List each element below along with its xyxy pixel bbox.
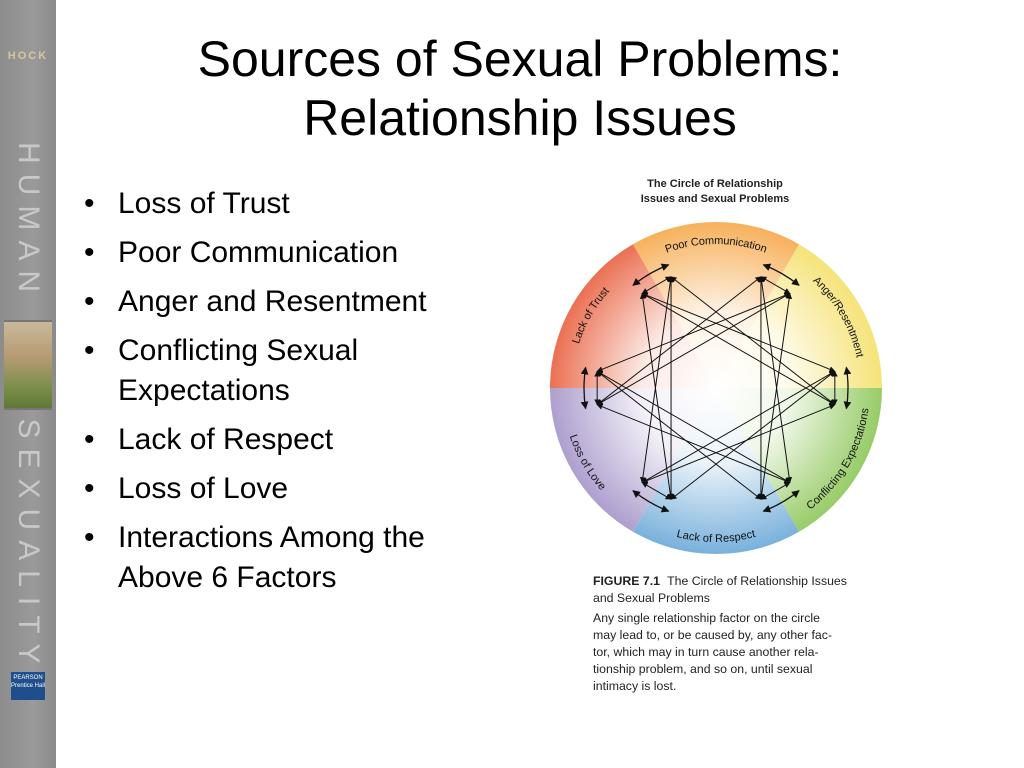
figure-caption: FIGURE 7.1 The Circle of Relationship Is… [593,573,863,695]
connection-line [596,293,791,406]
bullet-list: Loss of Trust Poor Communication Anger a… [78,184,488,607]
figure-number: FIGURE 7.1 [593,574,660,588]
bullet-item: Anger and Resentment [78,282,488,322]
slide-title-line-1: Sources of Sexual Problems: [197,31,843,87]
caption-line: tor, which may in turn cause another rel… [593,645,819,659]
bullet-item: Interactions Among the Above 6 Factors [78,518,488,598]
figure-title-line-2: Issues and Sexual Problems [640,193,790,205]
bullet-item: Conflicting Sexual Expectations [78,331,488,411]
publisher-logo: PEARSON Prentice Hall [11,672,45,700]
caption-line: intimacy is lost. [593,679,677,693]
sidebar-word-human: HUMAN [12,142,45,302]
caption-line: tionship problem, and so on, until sexua… [593,662,813,676]
figure-title-line-1: The Circle of Relationship [647,178,783,190]
connection-line [760,482,791,500]
figure-caption-title: The Circle of Relationship Issues and Se… [593,574,847,605]
sidebar: HOCK HUMAN SEXUALITY PEARSON Prentice Ha… [0,0,56,768]
sidebar-photo [4,320,52,410]
bullet-item: Loss of Love [78,469,488,509]
sidebar-word-sexuality: SEXUALITY [12,418,45,674]
connection-line [596,403,791,484]
caption-line: may lead to, or be caused by, any other … [593,628,833,642]
ring-arrow [843,366,852,410]
bullet-item: Loss of Trust [78,184,488,224]
publisher-imprint: Prentice Hall [11,683,46,689]
slide-title-line-2: Relationship Issues [303,90,737,146]
ring-arrow [580,366,589,410]
publisher-name: PEARSON [13,675,43,681]
slide-title: Sources of Sexual Problems: Relationship… [60,30,980,148]
figure-title: The Circle of Relationship Issues and Se… [610,177,820,207]
factor-label: Lack of Respect [675,528,756,545]
bullet-item: Poor Communication [78,233,488,273]
caption-line: Any single relationship factor on the ci… [593,611,820,625]
sidebar-brand: HOCK [7,50,49,62]
connection-line [641,482,672,500]
bullet-item: Lack of Respect [78,420,488,460]
